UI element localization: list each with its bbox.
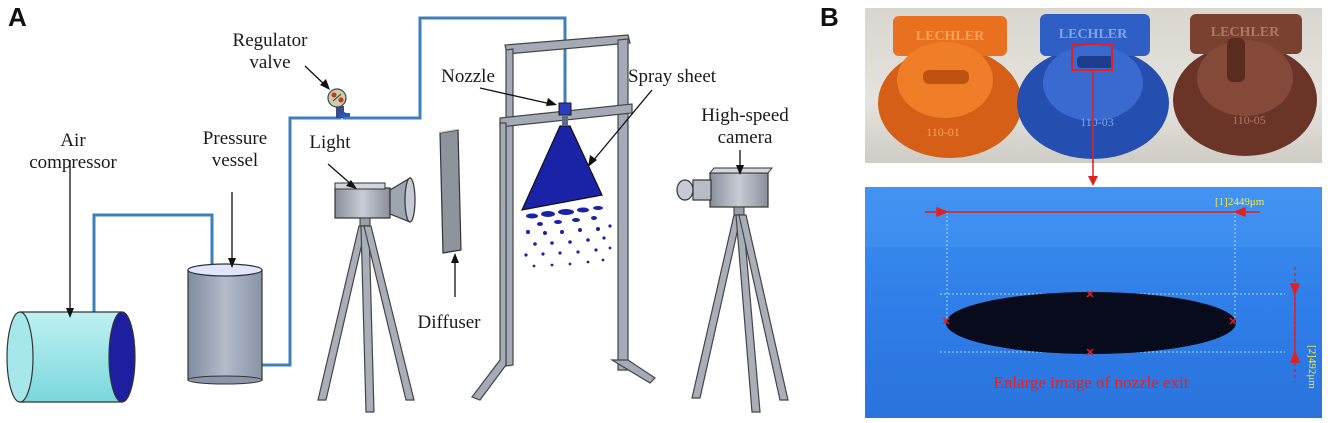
experimental-setup-schematic bbox=[6, 16, 789, 413]
orange-brand-text: LECHLER bbox=[916, 29, 985, 44]
blue-brand-text: LECHLER bbox=[1059, 27, 1128, 42]
label-diffuser: Diffuser bbox=[417, 312, 481, 333]
orange-code-text: 110-01 bbox=[926, 125, 960, 139]
panel-label-a: A bbox=[8, 2, 27, 32]
label-light: Light bbox=[309, 132, 351, 153]
spray-frame bbox=[471, 34, 656, 401]
panel-label-b: B bbox=[820, 2, 839, 32]
label-nozzle: Nozzle bbox=[441, 66, 495, 87]
label-high-speed-camera: High-speed camera bbox=[701, 105, 789, 148]
arrow-heads bbox=[66, 79, 744, 318]
height-dimension bbox=[1289, 267, 1301, 382]
nozzle-photo: LECHLER 110-01 LECHLER 110-03 LECHLER 11… bbox=[865, 8, 1322, 163]
label-arrows bbox=[69, 65, 741, 312]
zoom-arrow bbox=[1088, 160, 1098, 186]
brown-nozzle: LECHLER 110-05 bbox=[1173, 14, 1317, 156]
label-spray-sheet: Spray sheet bbox=[627, 66, 717, 87]
pressure-vessel bbox=[187, 263, 263, 385]
width-measurement-label: [1]2449μm bbox=[1215, 196, 1265, 208]
nozzle-orifice bbox=[946, 292, 1236, 354]
nozzle-exit-caption: Enlarge image of nozzle exit bbox=[993, 373, 1188, 392]
width-dimension bbox=[925, 206, 1260, 218]
high-speed-camera bbox=[676, 167, 789, 413]
blue-code-text: 110-03 bbox=[1080, 115, 1114, 129]
label-air-compressor: Air compressor bbox=[29, 130, 117, 173]
label-pressure-vessel: Pressure vessel bbox=[202, 128, 268, 171]
diffuser bbox=[438, 129, 462, 254]
air-compressor bbox=[6, 311, 136, 403]
brown-code-text: 110-05 bbox=[1232, 113, 1266, 127]
nozzle bbox=[558, 102, 572, 125]
light-source bbox=[317, 176, 416, 413]
regulator-valve bbox=[327, 88, 350, 118]
brown-brand-text: LECHLER bbox=[1211, 25, 1280, 40]
orange-nozzle: LECHLER 110-01 bbox=[878, 16, 1022, 158]
label-regulator-valve: Regulator valve bbox=[232, 30, 308, 73]
nozzle-exit-highlight bbox=[1071, 43, 1113, 71]
nozzle-exit-photo: [1]2449μm [2]492μm Enlarge image of nozz… bbox=[865, 187, 1322, 418]
height-measurement-label: [2]492μm bbox=[1306, 345, 1318, 389]
spray-sheet bbox=[520, 125, 612, 268]
